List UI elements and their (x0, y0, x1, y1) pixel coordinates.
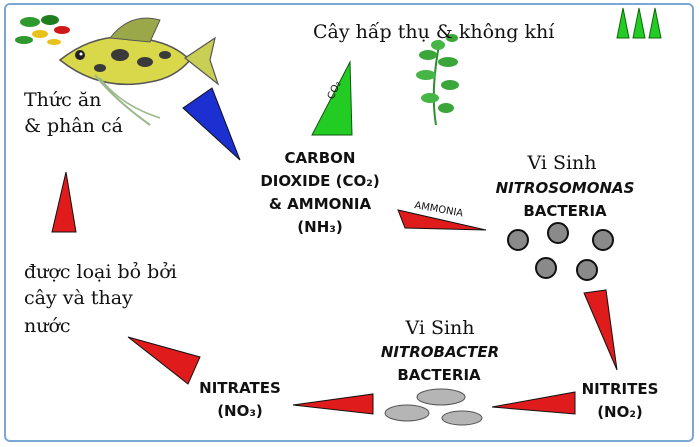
aquatic-plant-illustration (416, 34, 459, 126)
diagram-frame (4, 3, 694, 442)
blue-arrow-fish-to-center (182, 87, 241, 161)
nitrobacter-title: Vi Sinh (405, 317, 475, 339)
red-arrow-ammonia (397, 209, 487, 231)
removal-label-line3: nước (24, 315, 71, 337)
nitrates-label-line2: (NO₃) (217, 402, 263, 420)
fish-illustration (58, 17, 220, 126)
flower-cluster-icon (15, 15, 70, 45)
bacteria-cell (547, 222, 569, 244)
nitrites-label-line1: NITRITES (581, 380, 659, 398)
bacteria-cell (507, 229, 529, 251)
nitrosomonas-genus: NITROSOMONAS (495, 179, 635, 197)
bacteria-rod (416, 388, 466, 406)
plants-air-label: Cây hấp thụ & không khí (313, 21, 555, 43)
red-arrow-to-nitrobacter (491, 391, 576, 415)
center-compound-line1: CARBON (284, 149, 356, 167)
green-arrow-co2 (311, 60, 353, 136)
red-arrow-to-fish-food (51, 171, 77, 233)
red-arrow-to-nitrates (292, 393, 374, 415)
fish-food-label-line1: Thức ăn (24, 89, 102, 111)
nitrosomonas-title: Vi Sinh (527, 152, 597, 174)
bacteria-cell (535, 257, 557, 279)
bacteria-cell (576, 259, 598, 281)
red-arrow-to-nitrites (583, 289, 618, 371)
center-compound-line4: (NH₃) (297, 218, 343, 236)
nitrites-label-line2: (NO₂) (597, 403, 643, 421)
fish-food-label-line2: & phân cá (24, 115, 123, 137)
nitrobacter-cells (384, 388, 483, 426)
removal-label-line1: được loại bỏ bởi (24, 261, 177, 283)
bacteria-rod (384, 404, 430, 422)
green-triangles-icon (616, 7, 662, 39)
bacteria-cell (592, 229, 614, 251)
red-arrow-to-removal (127, 336, 201, 385)
removal-label-line2: cây và thay (24, 287, 133, 309)
center-compound-line2: DIOXIDE (CO₂) (260, 172, 380, 190)
center-compound-line3: & AMMONIA (268, 195, 372, 213)
nitrosomonas-bacteria-word: BACTERIA (523, 202, 607, 220)
nitrobacter-bacteria-word: BACTERIA (397, 366, 481, 384)
nitrates-label-line1: NITRATES (199, 379, 281, 397)
bacteria-rod (441, 410, 483, 426)
nitrobacter-genus: NITROBACTER (380, 343, 500, 361)
nitrosomonas-cells (507, 222, 614, 281)
